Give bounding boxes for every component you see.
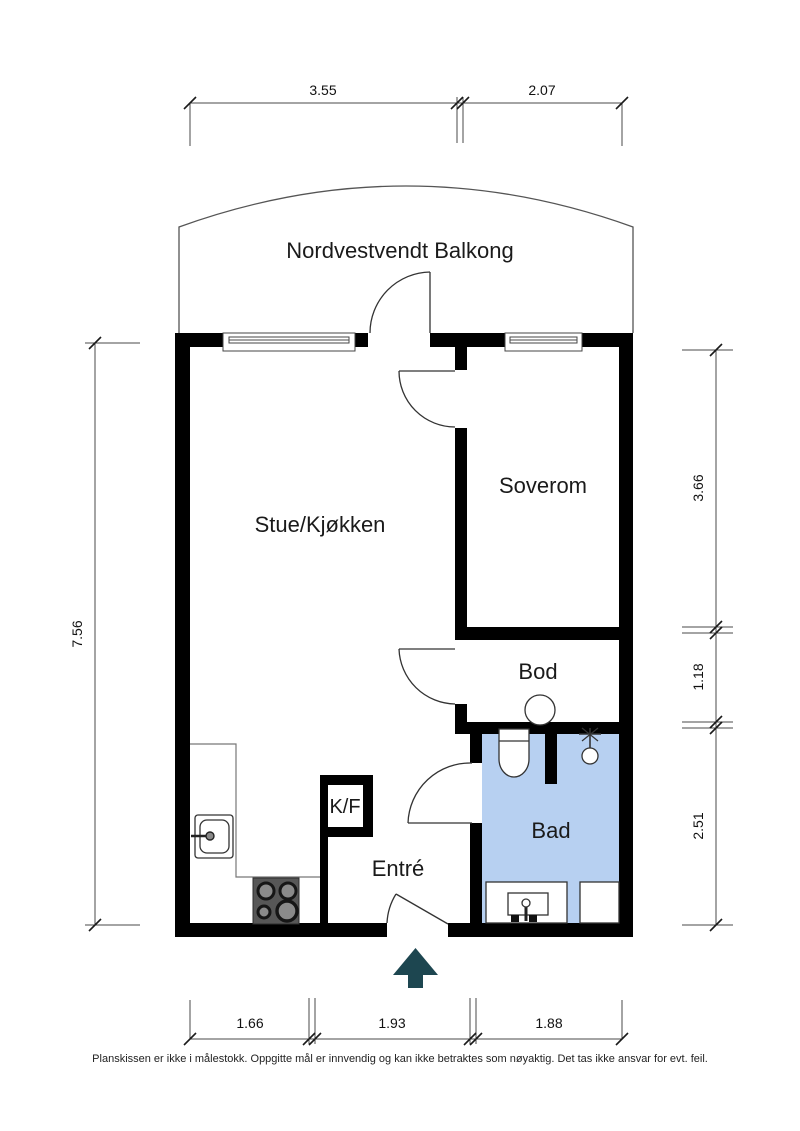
shower-tray <box>579 881 620 924</box>
kitchen <box>190 743 320 925</box>
balcony: Nordvestvendt Balkong <box>178 185 634 333</box>
entrance-arrow-icon <box>393 948 438 988</box>
doors <box>369 271 473 925</box>
kitchen-counter <box>190 743 320 878</box>
room-label-closet: K/F <box>329 796 360 818</box>
dimension-left: 7.56 <box>69 336 140 932</box>
dim-right-3: 2.51 <box>690 812 706 839</box>
toilet-icon <box>498 728 530 778</box>
storage-machine-icon <box>524 694 556 726</box>
shower-head-icon <box>579 727 601 765</box>
dim-right-2: 1.18 <box>690 663 706 690</box>
balcony-door <box>369 271 431 334</box>
dim-bottom-1: 1.66 <box>236 1015 263 1031</box>
kitchen-sink-icon <box>191 814 234 859</box>
bathroom-fixtures <box>485 727 620 924</box>
bedroom-door <box>398 370 456 428</box>
dim-bottom-2: 1.93 <box>378 1015 405 1031</box>
wall-bedroom-bottom <box>455 627 633 640</box>
balcony-label: Nordvestvendt Balkong <box>286 238 513 263</box>
dim-left-1: 7.56 <box>69 620 85 647</box>
interior-walls <box>320 347 633 923</box>
dimension-right: 3.66 1.18 2.51 <box>682 343 733 932</box>
dim-right-1: 3.66 <box>690 474 706 501</box>
disclaimer-text: Planskissen er ikke i målestokk. Oppgitt… <box>92 1053 708 1065</box>
wall-top-2 <box>355 333 368 347</box>
windows <box>222 332 583 352</box>
dim-top-1: 3.55 <box>309 82 336 98</box>
wall-bottom-2 <box>448 923 633 937</box>
dim-bottom-3: 1.88 <box>535 1015 562 1031</box>
closet-wall-bottom <box>320 827 373 837</box>
room-label-storage: Bod <box>518 659 557 684</box>
wall-bedroom-2 <box>455 428 467 627</box>
room-label-bathroom: Bad <box>531 818 570 843</box>
room-label-entry: Entré <box>372 856 425 881</box>
closet-wall-right <box>363 775 373 837</box>
wall-bathroom-2 <box>470 823 482 923</box>
bathroom-door <box>407 762 473 824</box>
window-living <box>222 332 356 352</box>
dim-top-2: 2.07 <box>528 82 555 98</box>
storage-door <box>398 648 456 705</box>
dimension-bottom: 1.66 1.93 1.88 <box>183 998 629 1046</box>
wall-entry-left <box>320 775 328 923</box>
wall-top-3 <box>430 333 505 347</box>
wall-storage-side <box>455 704 467 722</box>
balcony-outline <box>178 185 634 333</box>
bathroom-sink-icon <box>485 881 568 924</box>
room-label-living: Stue/Kjøkken <box>255 512 386 537</box>
stove-icon <box>252 877 300 925</box>
wall-left <box>175 333 190 937</box>
dimension-top: 3.55 2.07 <box>183 82 629 146</box>
window-bedroom <box>504 332 583 352</box>
wall-bottom-1 <box>175 923 387 937</box>
wall-bathroom-stub <box>545 734 557 784</box>
closet-wall-top <box>320 775 373 785</box>
wall-bathroom-1 <box>470 734 482 763</box>
wall-bedroom-1 <box>455 347 467 370</box>
room-label-bedroom: Soverom <box>499 473 587 498</box>
entrance-door <box>386 893 449 925</box>
